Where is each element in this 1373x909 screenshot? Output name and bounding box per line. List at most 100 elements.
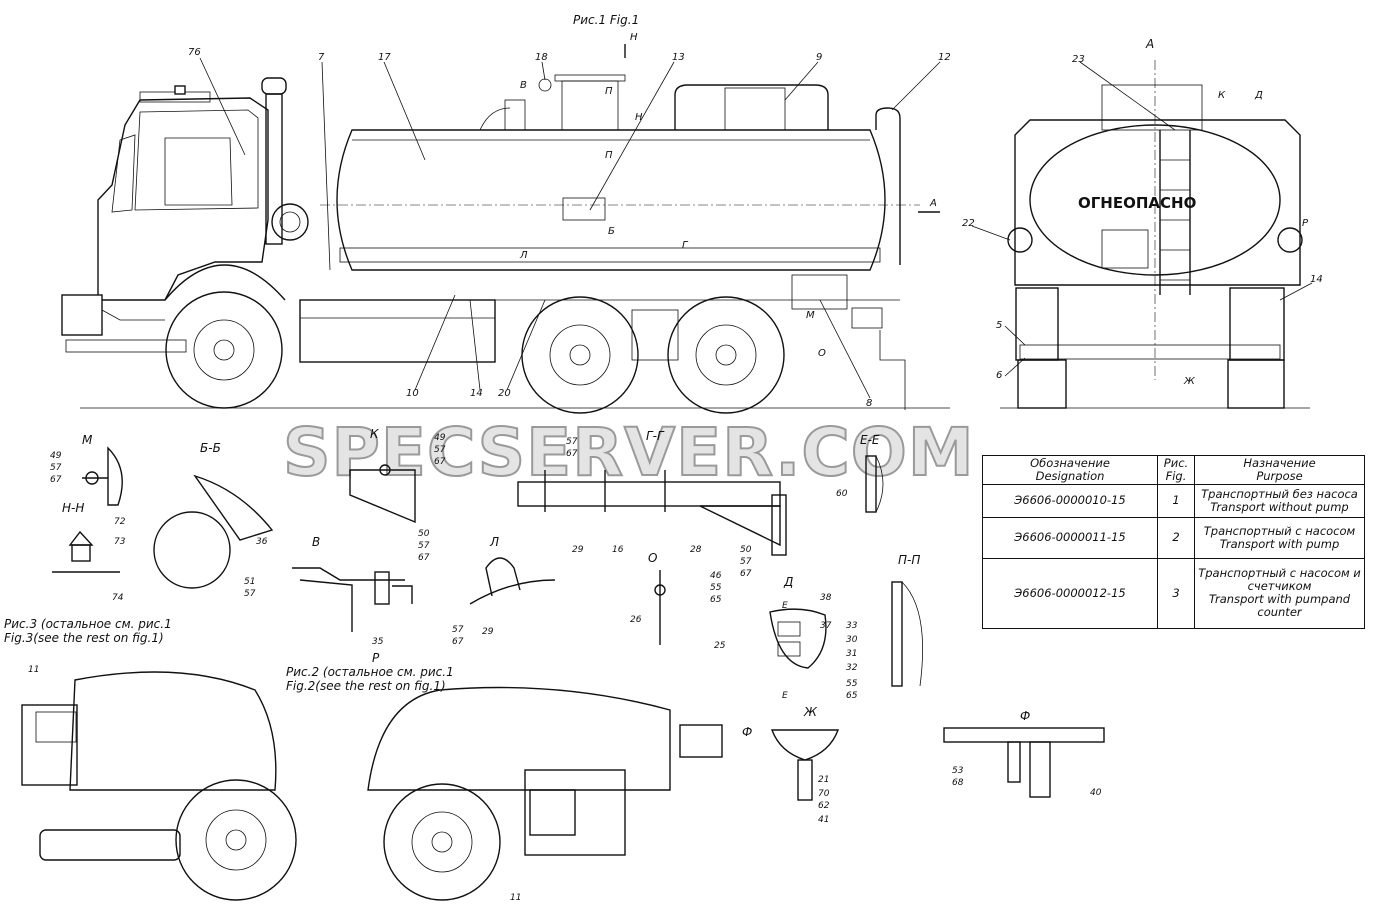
svg-text:14: 14: [470, 388, 483, 399]
svg-text:11: 11: [28, 665, 39, 675]
svg-text:16: 16: [612, 545, 624, 555]
svg-text:11: 11: [510, 893, 521, 903]
svg-text:67: 67: [50, 475, 62, 485]
svg-text:Р: Р: [1302, 218, 1309, 229]
svg-text:55: 55: [846, 679, 858, 689]
tank-outline: [336, 129, 886, 271]
svg-text:60: 60: [836, 489, 848, 499]
svg-text:18: 18: [535, 52, 548, 63]
svg-text:Н: Н: [630, 32, 638, 43]
fig1-section-marks: Н В П Н П Б Г Л М О А: [519, 32, 940, 359]
svg-text:29: 29: [572, 545, 584, 555]
svg-text:Ж: Ж: [803, 705, 818, 719]
svg-text:55: 55: [710, 583, 722, 593]
fig1-callouts: 76 7 17 18 13 9 12 10 14 20 8: [188, 47, 951, 409]
svg-text:В: В: [312, 535, 320, 549]
svg-text:67: 67: [452, 637, 464, 647]
cell-purpose: Транспортный с насосом Transport with pu…: [1194, 516, 1365, 559]
svg-text:Д: Д: [783, 575, 793, 589]
svg-text:К: К: [1218, 90, 1226, 101]
svg-text:9: 9: [816, 52, 822, 63]
svg-text:М: М: [806, 310, 815, 321]
svg-text:В: В: [520, 80, 527, 91]
svg-text:Ф: Ф: [742, 725, 752, 739]
view-a-rear: А ОГНЕОПАСНО 23 22 14: [962, 37, 1323, 409]
rear-wheel: [667, 296, 785, 414]
detail-e-e: Е-Е 60: [836, 433, 884, 513]
svg-text:57: 57: [50, 463, 62, 473]
detail-f: Ф Ф 53 68 40: [742, 709, 1105, 798]
cell-designation: Э6606-0000010-15: [982, 483, 1158, 518]
svg-text:10: 10: [406, 388, 419, 399]
svg-text:Ф: Ф: [1020, 709, 1030, 723]
svg-text:К: К: [370, 427, 379, 441]
spec-table: Обозначение Designation Рис. Fig. Назнач…: [982, 455, 1365, 630]
svg-text:37: 37: [820, 621, 832, 631]
svg-text:Б: Б: [608, 226, 615, 237]
svg-text:57: 57: [740, 557, 752, 567]
svg-text:41: 41: [818, 815, 829, 825]
svg-text:53: 53: [952, 766, 964, 776]
svg-text:13: 13: [672, 52, 685, 63]
svg-text:Рис.2 (остальное см. рис.1: Рис.2 (остальное см. рис.1: [286, 665, 454, 679]
svg-text:29: 29: [482, 627, 494, 637]
ladder: [1159, 130, 1191, 295]
svg-text:17: 17: [378, 52, 391, 63]
cell-fig: 3: [1157, 557, 1195, 630]
svg-text:21: 21: [818, 775, 829, 785]
watermark: SPECSERVER.COM: [283, 414, 975, 491]
svg-text:Fig.3(see the rest on fig.1): Fig.3(see the rest on fig.1): [4, 631, 164, 645]
svg-text:23: 23: [1072, 54, 1085, 65]
svg-text:46: 46: [710, 571, 722, 581]
cell-designation: Э6606-0000011-15: [982, 516, 1158, 559]
svg-text:Б-Б: Б-Б: [200, 441, 221, 455]
svg-text:П: П: [605, 150, 613, 161]
cell-fig: 1: [1157, 483, 1195, 518]
header-designation: Обозначение Designation: [982, 455, 1158, 485]
svg-text:49: 49: [50, 451, 62, 461]
svg-text:31: 31: [846, 649, 857, 659]
svg-text:Л: Л: [519, 250, 528, 261]
svg-text:М: М: [82, 433, 93, 447]
svg-text:67: 67: [566, 449, 578, 459]
detail-n-n: Н-Н 72 73 74: [52, 501, 126, 603]
svg-text:57: 57: [434, 445, 446, 455]
fig2-wheel: [383, 783, 501, 901]
svg-text:Г-Г: Г-Г: [646, 429, 665, 443]
svg-text:65: 65: [846, 691, 858, 701]
svg-text:62: 62: [818, 801, 830, 811]
detail-b-b: Б-Б 36 51 57: [153, 441, 274, 599]
svg-text:74: 74: [112, 593, 124, 603]
svg-text:28: 28: [690, 545, 702, 555]
middle-wheel: [521, 296, 639, 414]
svg-text:Е: Е: [782, 691, 788, 701]
warning-label: ОГНЕОПАСНО: [1078, 194, 1196, 212]
table-row: Э6606-0000011-15 2 Транспортный с насосо…: [982, 516, 1365, 559]
svg-text:26: 26: [630, 615, 642, 625]
svg-text:76: 76: [188, 47, 201, 58]
table-header-row: Обозначение Designation Рис. Fig. Назнач…: [982, 455, 1365, 485]
svg-text:Н-Н: Н-Н: [62, 501, 84, 515]
svg-text:36: 36: [256, 537, 268, 547]
view-a-label: А: [1145, 37, 1154, 51]
svg-text:22: 22: [962, 218, 975, 229]
svg-text:67: 67: [434, 457, 446, 467]
detail-g-g: Г-Г 57 67 29 16 28 50 57 67: [517, 429, 787, 579]
svg-text:Fig.2(see the rest on fig.1): Fig.2(see the rest on fig.1): [286, 679, 446, 693]
front-wheel: [165, 291, 283, 409]
svg-text:57: 57: [566, 437, 578, 447]
svg-text:П: П: [605, 86, 613, 97]
fig3-wheel: [175, 779, 297, 901]
detail-zh: Ж 21 70 62 41: [771, 705, 839, 825]
svg-text:70: 70: [818, 789, 830, 799]
svg-text:Р: Р: [372, 651, 380, 665]
svg-text:72: 72: [114, 517, 126, 527]
svg-text:38: 38: [820, 593, 832, 603]
cell-purpose: Транспортный с насосом и счетчиком Trans…: [1194, 557, 1365, 630]
cell-designation: Э6606-0000012-15: [982, 557, 1158, 630]
svg-text:35: 35: [372, 637, 384, 647]
svg-text:14: 14: [1310, 274, 1323, 285]
svg-text:Е-Е: Е-Е: [860, 433, 880, 447]
svg-text:32: 32: [846, 663, 858, 673]
